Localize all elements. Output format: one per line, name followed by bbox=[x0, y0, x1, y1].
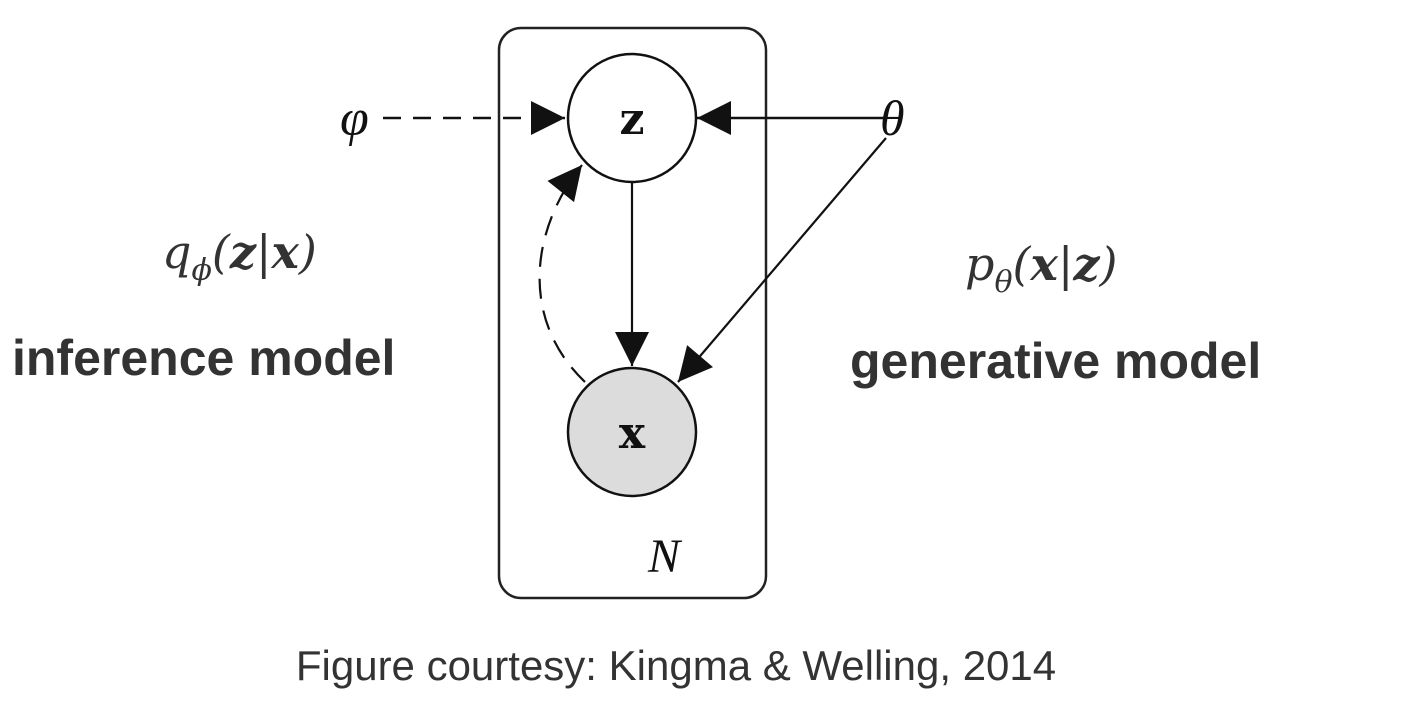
formula-sub: θ bbox=[994, 265, 1012, 300]
node-z: z bbox=[566, 52, 698, 184]
node-x: x bbox=[566, 366, 698, 498]
formula-b: x bbox=[270, 225, 299, 279]
formula-close: ) bbox=[1099, 237, 1118, 291]
node-x-label: x bbox=[619, 408, 646, 459]
inference-model-heading: inference model bbox=[12, 330, 395, 386]
formula-open: ( bbox=[212, 225, 231, 279]
plate bbox=[497, 26, 768, 600]
formula-b: z bbox=[1072, 237, 1100, 291]
figure-caption: Figure courtesy: Kingma & Welling, 2014 bbox=[296, 642, 1056, 689]
generative-model-heading: generative model bbox=[850, 333, 1261, 389]
formula-a: x bbox=[1029, 237, 1058, 291]
edge-x-to-z-dashed bbox=[538, 164, 586, 383]
formula-base: p bbox=[965, 237, 994, 291]
phi-symbol: φ bbox=[340, 90, 369, 147]
theta-symbol: θ bbox=[880, 90, 905, 146]
edge-theta-to-x bbox=[677, 137, 887, 383]
formula-bar: | bbox=[256, 225, 272, 279]
formula-base: q bbox=[162, 225, 191, 279]
inference-formula: qϕ(z|x) bbox=[162, 225, 317, 288]
formula-a: z bbox=[229, 225, 257, 279]
plate-label: N bbox=[647, 530, 683, 583]
generative-formula: pθ(x|z) bbox=[965, 237, 1117, 300]
formula-sub: ϕ bbox=[191, 253, 211, 288]
node-z-label: z bbox=[620, 94, 645, 145]
formula-open: ( bbox=[1013, 237, 1032, 291]
formula-close: ) bbox=[298, 225, 317, 279]
formula-bar: | bbox=[1058, 237, 1074, 291]
